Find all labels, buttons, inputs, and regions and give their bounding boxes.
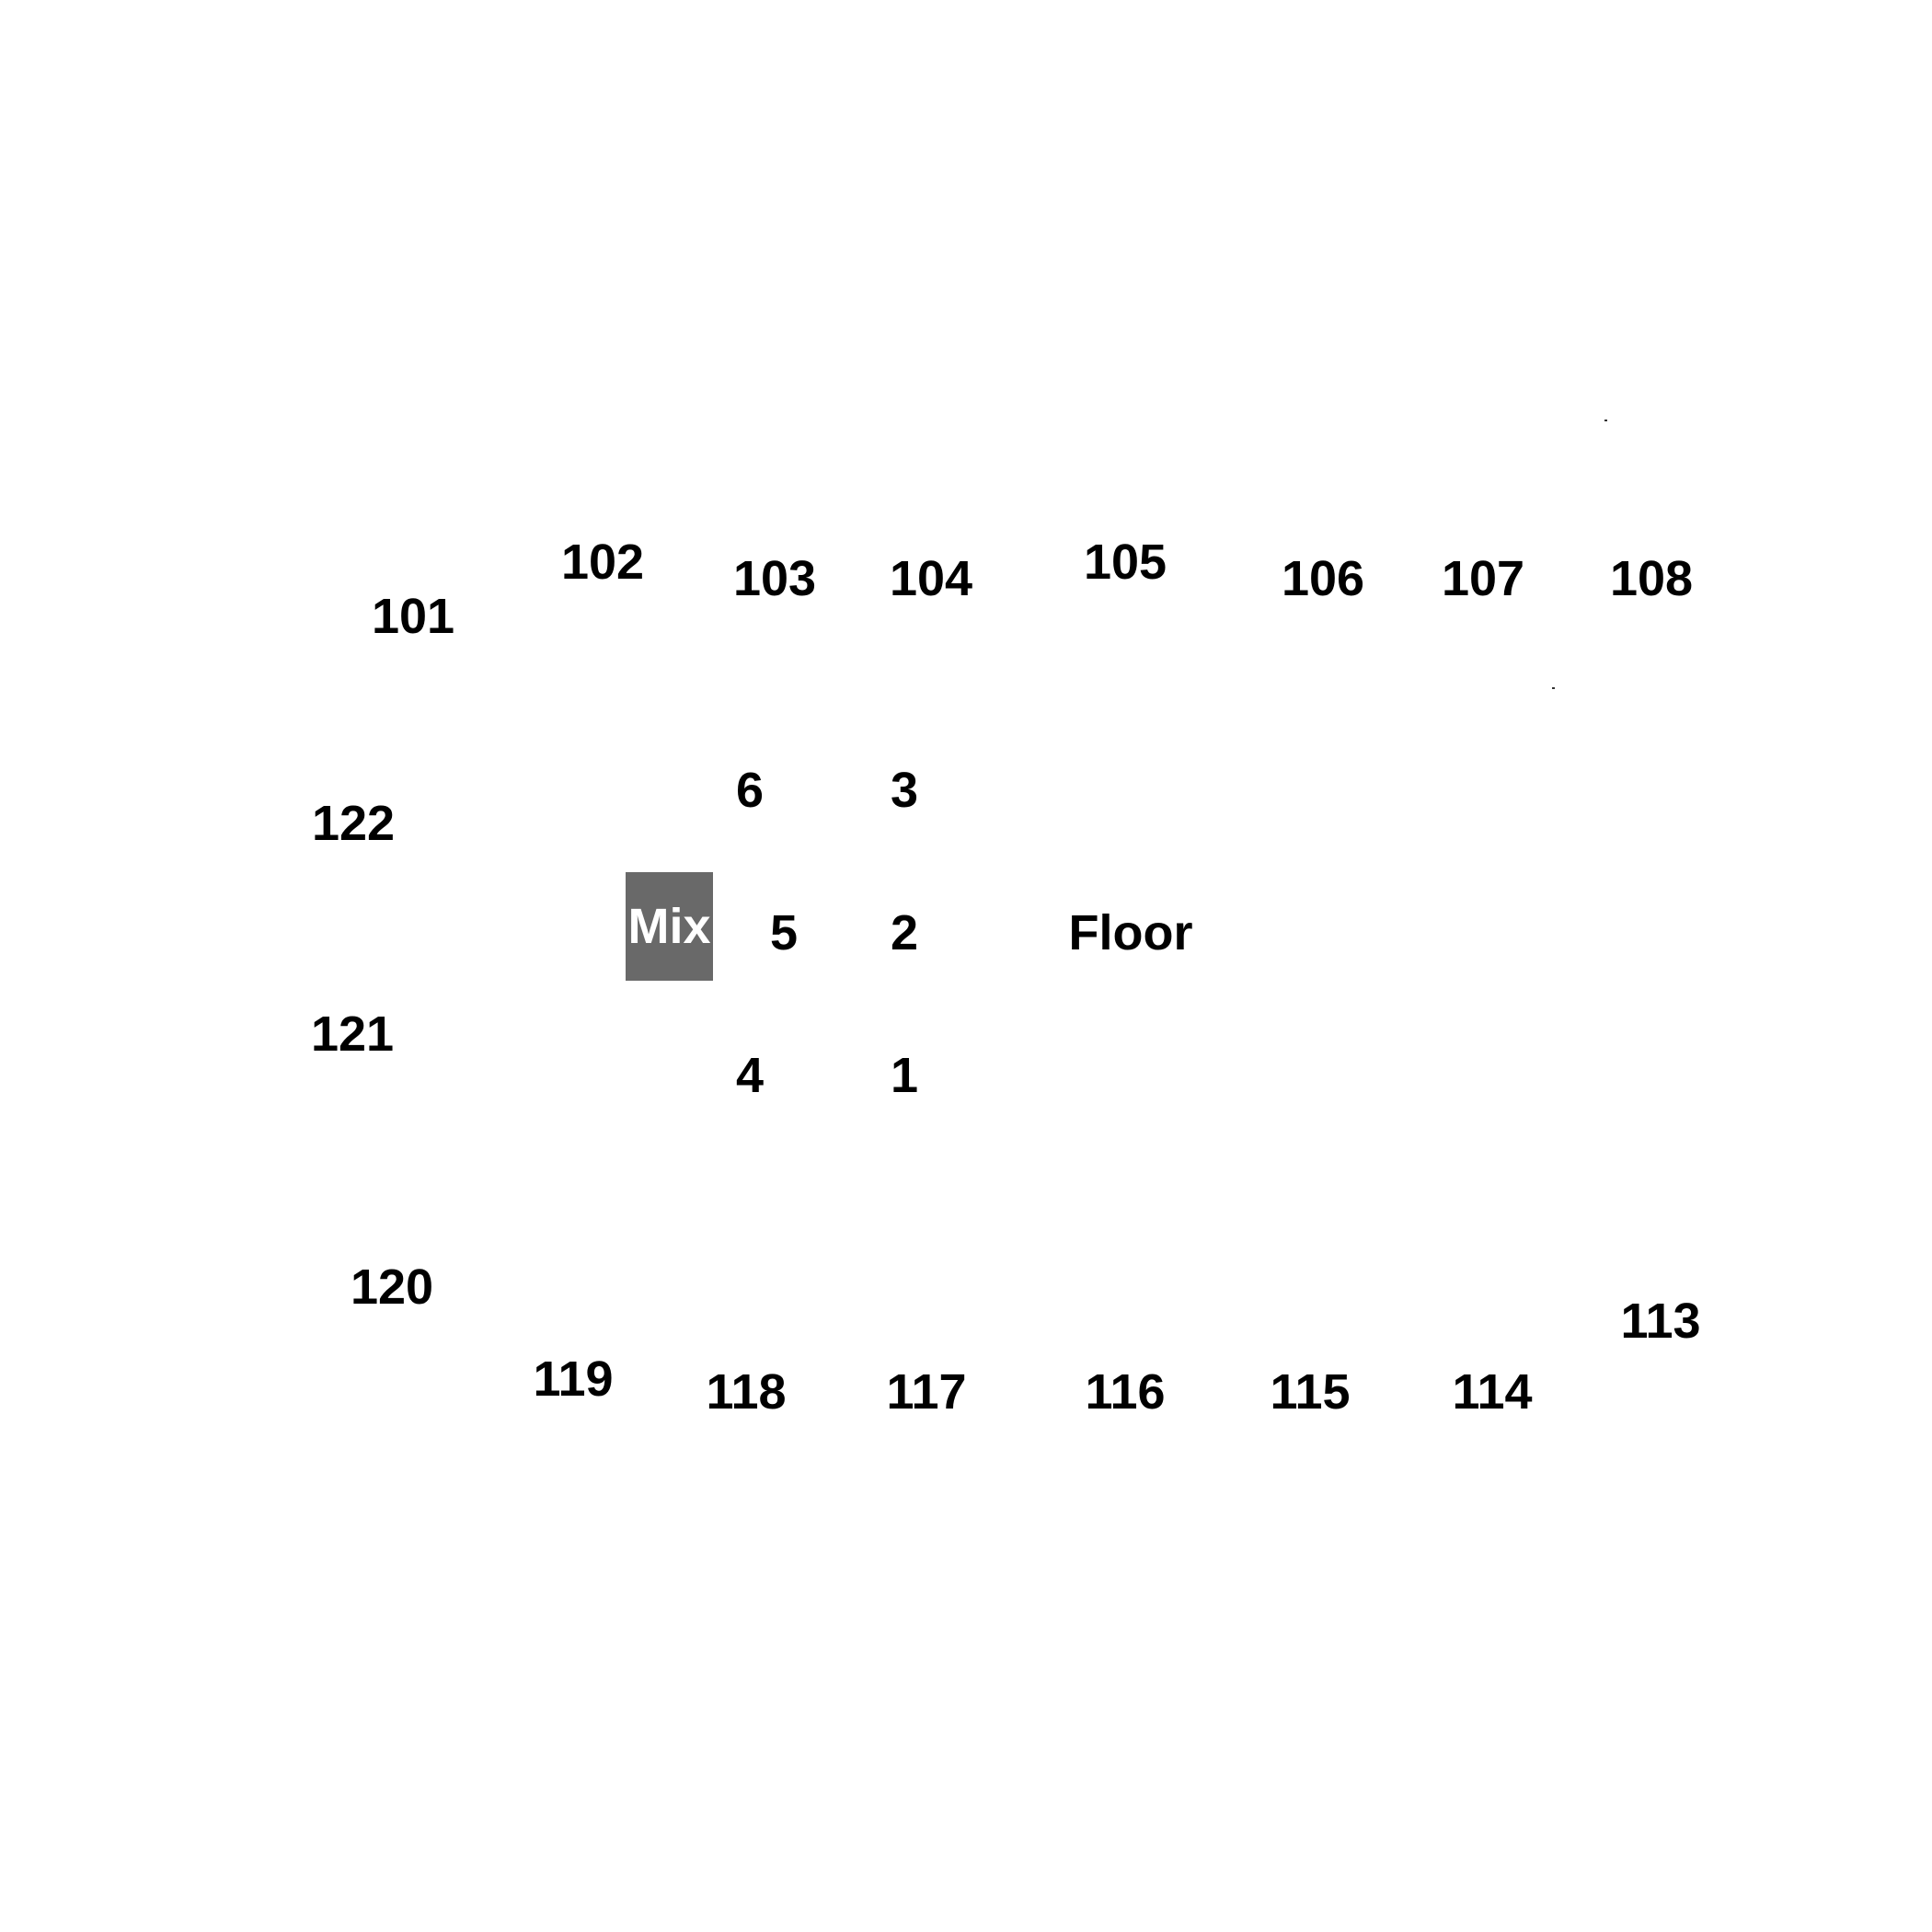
- section-117[interactable]: 117: [886, 1364, 967, 1420]
- section-120[interactable]: 120: [350, 1259, 434, 1315]
- section-114[interactable]: 114: [1452, 1364, 1533, 1420]
- section-103[interactable]: 103: [732, 551, 817, 606]
- speck: [1604, 420, 1607, 421]
- section-113[interactable]: 113: [1620, 1294, 1701, 1349]
- floor-label[interactable]: Floor: [1068, 905, 1193, 960]
- section-107[interactable]: 107: [1441, 551, 1525, 606]
- floor-section-1[interactable]: 1: [890, 1048, 919, 1103]
- section-122[interactable]: 122: [311, 796, 396, 851]
- section-121[interactable]: 121: [310, 1006, 395, 1062]
- section-119[interactable]: 119: [533, 1351, 614, 1407]
- floor-section-5[interactable]: 5: [769, 905, 799, 960]
- section-118[interactable]: 118: [706, 1364, 787, 1420]
- section-116[interactable]: 116: [1085, 1364, 1166, 1420]
- floor-section-2[interactable]: 2: [890, 905, 919, 960]
- mix-position: Mix: [626, 872, 713, 981]
- section-105[interactable]: 105: [1083, 535, 1167, 590]
- section-104[interactable]: 104: [889, 551, 973, 606]
- section-108[interactable]: 108: [1609, 551, 1694, 606]
- section-115[interactable]: 115: [1270, 1364, 1351, 1420]
- floor-section-3[interactable]: 3: [890, 763, 919, 818]
- mix-label: Mix: [627, 899, 711, 954]
- section-102[interactable]: 102: [560, 535, 645, 590]
- section-106[interactable]: 106: [1281, 551, 1365, 606]
- floor-section-6[interactable]: 6: [735, 763, 765, 818]
- floor-section-4[interactable]: 4: [735, 1048, 765, 1103]
- speck: [1552, 687, 1555, 689]
- section-101[interactable]: 101: [371, 589, 455, 644]
